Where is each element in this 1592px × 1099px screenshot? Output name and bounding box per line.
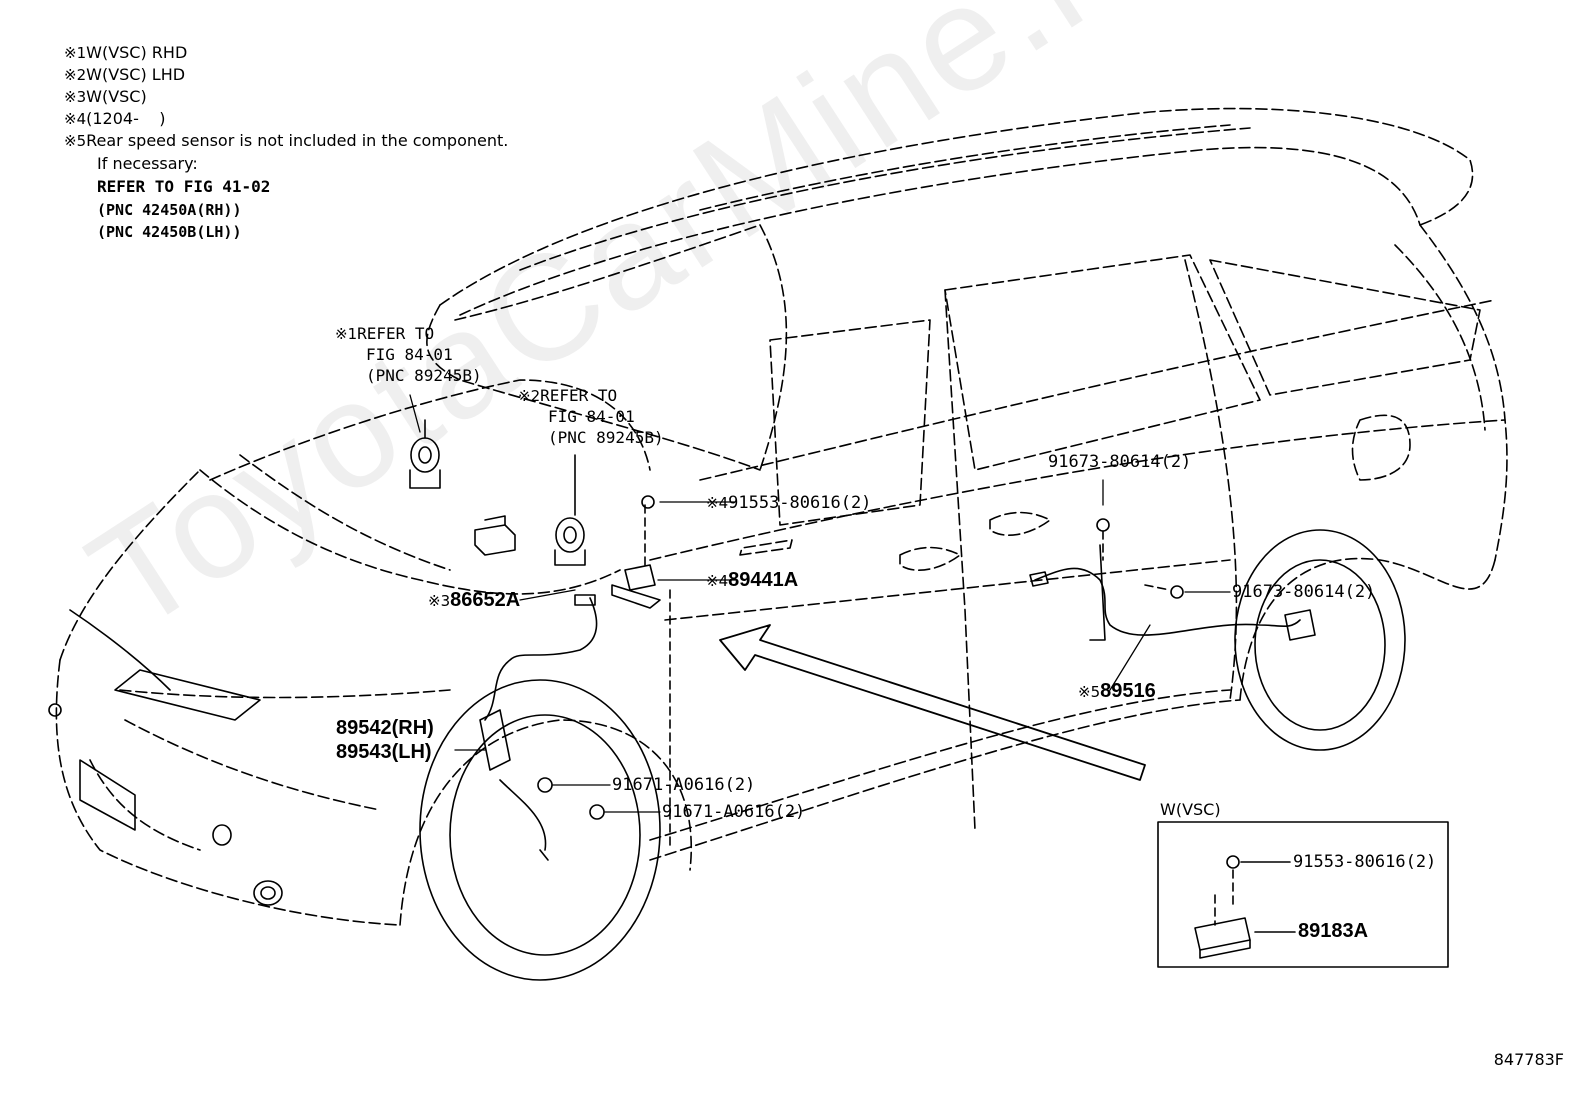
- part-mark: ※4: [706, 494, 729, 512]
- note-1: ※1W(VSC) RHD: [64, 42, 187, 64]
- part-label-91553-top: ※491553-80616(2): [706, 493, 871, 513]
- part-label-91673-a: 91673-80614(2): [1048, 452, 1192, 472]
- rear-sensor-arrow: [719, 624, 1146, 781]
- component-rear-harness: [1029, 518, 1316, 641]
- part-label-91673-b: 91673-80614(2): [1232, 582, 1376, 602]
- ref-mark: ※2: [518, 387, 541, 405]
- part-label-89441A: ※489441A: [706, 570, 798, 591]
- component-front-sensor-harness: [479, 589, 671, 861]
- part-number: 89441A: [728, 569, 799, 591]
- ref-callout-1: ※1REFER TO: [335, 323, 434, 345]
- ref-callout-1-fig: FIG 84-01: [366, 345, 453, 364]
- part-label-91671-b: 91671-A0616(2): [662, 802, 806, 822]
- note-5-pnc-rh: (PNC 42450A(RH)): [97, 201, 242, 219]
- note-5-if-necessary: If necessary:: [97, 154, 198, 173]
- part-label-91553-inset: 91553-80616(2): [1293, 852, 1437, 872]
- inset-title: W(VSC): [1160, 800, 1221, 819]
- leader-lines: [409, 394, 1231, 813]
- note-text: W(VSC) RHD: [86, 43, 188, 62]
- note-mark: ※2: [64, 66, 87, 84]
- note-mark: ※4: [64, 110, 87, 128]
- wheels: [419, 529, 1406, 981]
- part-mark: ※5: [1078, 683, 1101, 701]
- note-text: Rear speed sensor is not included in the…: [86, 131, 509, 150]
- note-5-refer: REFER TO FIG 41-02: [97, 177, 271, 196]
- part-mark: ※3: [428, 592, 451, 610]
- note-2: ※2W(VSC) LHD: [64, 64, 185, 86]
- note-3: ※3W(VSC): [64, 86, 147, 108]
- part-label-89516: ※589516: [1078, 681, 1156, 702]
- component-86652A: [474, 515, 516, 556]
- note-text: W(VSC) LHD: [86, 65, 186, 84]
- figure-number: 847783F: [1493, 1050, 1564, 1069]
- part-label-89542-rh: 89542(RH): [336, 717, 434, 739]
- note-mark: ※1: [64, 44, 87, 62]
- component-89441A: [611, 495, 661, 609]
- note-text: (1204- ): [86, 109, 166, 128]
- ref-line: REFER TO: [357, 324, 435, 343]
- part-label-86652A: ※386652A: [428, 590, 520, 611]
- component-yaw-sensor-lh: [554, 454, 586, 566]
- note-text: W(VSC): [86, 87, 147, 106]
- ref-mark: ※1: [335, 325, 358, 343]
- ref-callout-2-pnc: (PNC 89245B): [548, 428, 664, 447]
- component-yaw-sensor-rh: [409, 419, 441, 489]
- part-mark: ※4: [706, 572, 729, 590]
- inset-box: [1157, 821, 1449, 968]
- part-label-91671-a: 91671-A0616(2): [612, 775, 756, 795]
- ref-callout-1-pnc: (PNC 89245B): [366, 366, 482, 385]
- note-mark: ※5: [64, 132, 87, 150]
- part-number: 86652A: [450, 589, 521, 611]
- part-label-89543-lh: 89543(LH): [336, 741, 432, 763]
- ref-callout-2: ※2REFER TO: [518, 385, 617, 407]
- part-number: 91553-80616(2): [728, 493, 872, 513]
- front-details: [48, 609, 283, 906]
- ref-line: REFER TO: [540, 386, 618, 405]
- part-number: 89516: [1100, 680, 1156, 702]
- ref-callout-2-fig: FIG 84-01: [548, 407, 635, 426]
- note-5: ※5Rear speed sensor is not included in t…: [64, 130, 508, 152]
- note-mark: ※3: [64, 88, 87, 106]
- note-5-pnc-lh: (PNC 42450B(LH)): [97, 223, 242, 241]
- note-4: ※4(1204- ): [64, 108, 165, 130]
- part-label-89183A: 89183A: [1298, 920, 1369, 942]
